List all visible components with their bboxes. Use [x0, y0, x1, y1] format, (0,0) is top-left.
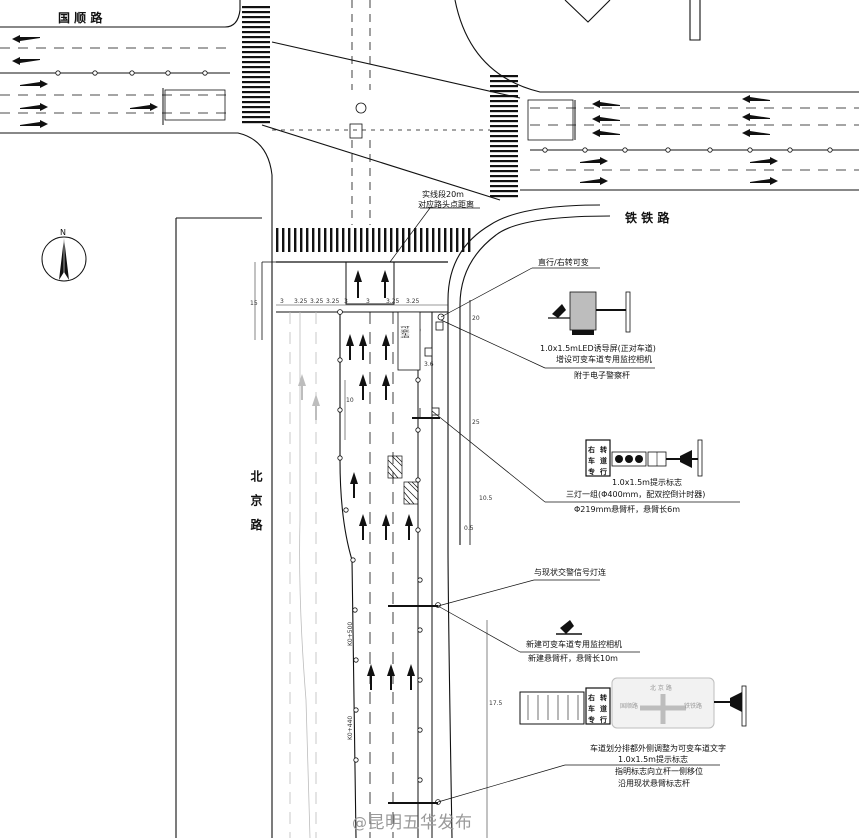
callout-texts: 实线段20m 对应路头点距离 直行/右转可变 1.0x1.5mLED诱导屏(正对… [418, 189, 726, 788]
note-camera-1: 新建可变车道专用监控相机 [526, 639, 622, 649]
guide-right: 铁铁路 [684, 702, 702, 710]
watermark-at: @ [352, 814, 368, 832]
dim-lane-8: 3.25 [406, 298, 420, 305]
note-stop-line-1: 实线段20m [422, 189, 464, 199]
dim-lane-6: 3 [366, 298, 370, 305]
intersection-center [272, 0, 490, 225]
sign2-char-5: 专 [588, 715, 595, 724]
note-straight-right: 直行/右转可变 [538, 257, 589, 267]
sign2-char-3: 车 [588, 704, 595, 713]
dim-right-lane: 3.6 [424, 361, 434, 368]
west-road-lanes [0, 47, 230, 125]
guide-left: 国顺路 [620, 702, 638, 710]
note-bottom-3: 指明标志向立杆一侧移位 [615, 766, 703, 776]
east-road-arrows [580, 95, 778, 185]
variable-lane-char-1: 可 变 车 道 [398, 326, 410, 338]
callout-leaders [389, 207, 740, 803]
dim-lane-5: 3 [344, 298, 348, 305]
sign2-char-4: 道 [600, 704, 607, 713]
dim-lane-7: 3.25 [386, 298, 400, 305]
sign2-char-1: 右 [587, 693, 595, 702]
note-bottom-2: 1.0x1.5m提示标志 [618, 754, 688, 764]
hatched-zones [387, 455, 419, 505]
dim-v-7: 0.5 [464, 525, 474, 532]
road-name-east: 铁 铁 路 [625, 210, 670, 225]
led-sign-detail [548, 291, 631, 335]
dim-v-2: 10 [346, 397, 354, 404]
dimension-texts: 3 3.25 3.25 3.25 3 3 3.25 3.25 3.6 15 10… [250, 298, 503, 740]
west-road-poles [55, 70, 208, 76]
note-led-3: 附于电子警察杆 [574, 370, 630, 380]
note-link-signal: 与现状交警信号灯连 [534, 567, 606, 577]
station-2: K0+440 [347, 716, 354, 740]
sign-char-1: 右 [587, 445, 595, 454]
sign-char-4: 道 [600, 456, 607, 465]
sign-char-3: 车 [588, 456, 595, 465]
watermark-text: 昆明五华发布 [367, 813, 473, 833]
watermark: @昆明五华发布 [352, 808, 473, 833]
signal-devices [388, 321, 444, 804]
compass-north-label: N [60, 228, 66, 237]
note-bottom-4: 沿用现状悬臂标志杆 [618, 778, 690, 788]
signal-sign-detail: 右 转 车 道 专 行 [585, 439, 703, 477]
camera-detail [556, 620, 582, 635]
dim-v-5: 17.5 [489, 700, 503, 707]
dim-lane-2: 3.25 [294, 298, 308, 305]
faded-arrows [298, 374, 320, 420]
road-name-north: 北 京 路 [249, 469, 263, 535]
dimension-lines [254, 262, 488, 838]
guide-sign-detail: 右 转 车 道 专 行 北 京 路 国顺路 铁铁路 [519, 677, 747, 729]
note-stop-line-2: 对应路头点距离 [418, 199, 474, 209]
note-bottom-1: 车道划分排都外侧调整为可变车道文字 [590, 743, 726, 753]
sign2-char-2: 转 [600, 693, 607, 702]
dim-lane-4: 3.25 [326, 298, 340, 305]
sign-char-2: 转 [600, 445, 607, 454]
sign2-char-6: 行 [599, 715, 607, 724]
note-led-2: 增设可变车道专用监控相机 [556, 354, 652, 364]
north-road-lanes [261, 261, 471, 838]
east-road-poles [542, 147, 833, 153]
variable-lane-sign: 可 变 车 道 [398, 311, 421, 371]
dim-v-1: 15 [250, 300, 258, 307]
compass: N [41, 228, 87, 282]
sign-char-5: 专 [588, 467, 595, 476]
crosswalks [242, 6, 518, 252]
dim-lane-1: 3 [280, 298, 284, 305]
guide-center: 北 京 路 [650, 684, 672, 692]
dim-lane-3: 3.25 [310, 298, 324, 305]
dim-v-4: 25 [472, 419, 480, 426]
east-road-lanes [527, 99, 859, 171]
dim-v-6: 10.5 [479, 495, 493, 502]
note-led-1: 1.0x1.5mLED诱导屏(正对车道) [540, 343, 656, 353]
note-sign-3: Φ219mm悬臂杆，悬臂长6m [574, 504, 680, 514]
sign-char-6: 行 [599, 467, 607, 476]
road-name-west: 国 顺 路 [58, 10, 103, 25]
note-camera-2: 新建悬臂杆，悬臂长10m [528, 653, 618, 663]
west-road-arrows [12, 35, 158, 128]
station-1: K0+500 [347, 622, 354, 646]
note-sign-1: 1.0x1.5m提示标志 [612, 477, 682, 487]
dim-v-3: 20 [472, 315, 480, 322]
note-sign-2: 三灯一组(Φ400mm，配双控倒计时器) [566, 489, 705, 499]
